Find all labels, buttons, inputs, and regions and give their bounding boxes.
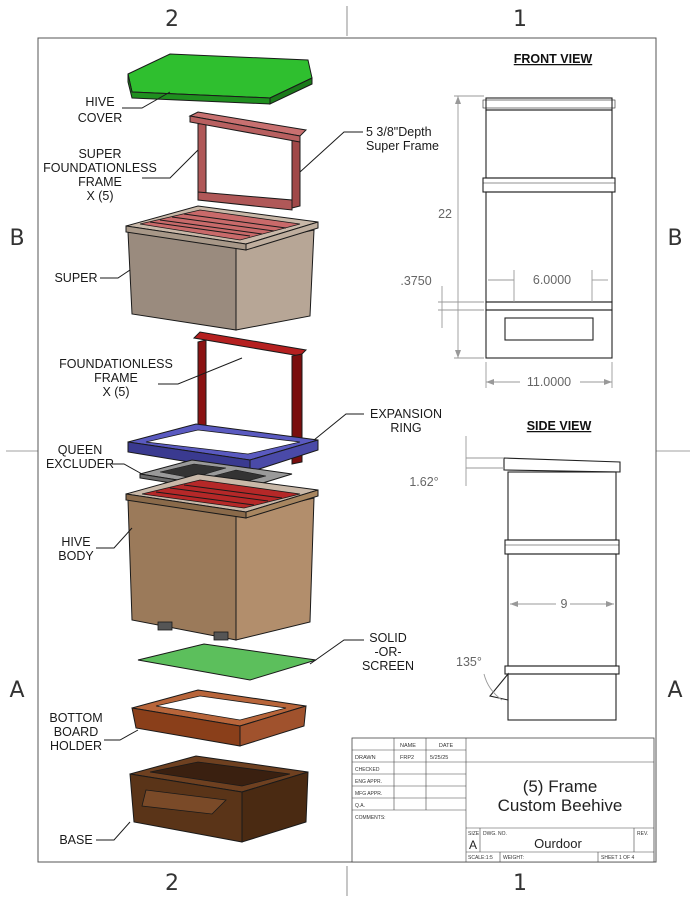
tb-sheet: SHEET 1 OF 4 bbox=[601, 855, 634, 861]
solid-screen-part bbox=[137, 643, 317, 681]
tb-role: Q.A. bbox=[355, 803, 365, 809]
front-view-outline bbox=[482, 97, 616, 359]
leader-bottom-board-holder bbox=[104, 729, 139, 741]
svg-text:SOLID: SOLID bbox=[369, 631, 407, 645]
dim-height: 22 bbox=[438, 207, 452, 221]
tb-weight: WEIGHT: bbox=[503, 855, 524, 861]
zone-label-right-lower: A bbox=[667, 678, 682, 703]
svg-text:FRAME: FRAME bbox=[78, 175, 122, 189]
zone-label-right-upper: B bbox=[667, 226, 682, 251]
dim-opening: 6.0000 bbox=[533, 273, 571, 287]
leader-super bbox=[100, 269, 131, 279]
zone-label-left-lower: A bbox=[9, 678, 24, 703]
tb-title-line1: (5) Frame bbox=[523, 777, 598, 796]
label-bottom-board-holder: BOTTOM BOARD HOLDER bbox=[49, 711, 102, 753]
tb-col-name: NAME bbox=[400, 743, 416, 749]
tb-scale: SCALE:1:5 bbox=[468, 855, 493, 861]
tb-role: DRAWN bbox=[355, 755, 376, 761]
tb-dwg-no-label: DWG. NO. bbox=[483, 831, 507, 837]
svg-text:EXPANSION: EXPANSION bbox=[370, 407, 442, 421]
svg-text:RING: RING bbox=[390, 421, 421, 435]
svg-text:-OR-: -OR- bbox=[374, 645, 401, 659]
leader-super-frame bbox=[142, 149, 199, 179]
label-depth-super-frame: 5 3/8"Depth Super Frame bbox=[366, 125, 439, 153]
svg-text:BOTTOM: BOTTOM bbox=[49, 711, 102, 725]
tb-col-date: DATE bbox=[439, 743, 454, 749]
front-view-title: FRONT VIEW bbox=[514, 52, 593, 66]
tb-size-label: SIZE bbox=[468, 831, 480, 837]
tb-name: FRP2 bbox=[400, 755, 414, 761]
tb-rev-label: REV. bbox=[637, 831, 648, 837]
dim-slot: .3750 bbox=[400, 274, 431, 288]
svg-text:5 3/8"Depth: 5 3/8"Depth bbox=[366, 125, 432, 139]
leader-depth-super-frame bbox=[299, 131, 363, 173]
tb-role: ENG APPR. bbox=[355, 779, 382, 785]
svg-text:HOLDER: HOLDER bbox=[50, 739, 102, 753]
side-view-outline bbox=[489, 457, 621, 721]
svg-text:EXCLUDER: EXCLUDER bbox=[46, 457, 114, 471]
zone-label-bottom-right: 1 bbox=[513, 871, 527, 896]
zone-label-top-right: 1 bbox=[513, 7, 527, 32]
svg-text:COVER: COVER bbox=[78, 111, 122, 125]
zone-label-bottom-left: 2 bbox=[165, 871, 179, 896]
label-super-frame: SUPER FOUNDATIONLESS FRAME X (5) bbox=[43, 147, 157, 203]
leader-foundationless-frame bbox=[158, 357, 243, 385]
svg-text:HIVE: HIVE bbox=[85, 95, 114, 109]
tb-dwg-no: Ourdoor bbox=[534, 836, 582, 851]
svg-text:Super Frame: Super Frame bbox=[366, 139, 439, 153]
leader-expansion-ring bbox=[313, 413, 364, 441]
leader-solid-screen bbox=[309, 639, 364, 665]
svg-text:SUPER: SUPER bbox=[78, 147, 121, 161]
label-expansion-ring: EXPANSION RING bbox=[370, 407, 442, 435]
tb-date: 5/25/25 bbox=[430, 755, 448, 761]
svg-text:SCREEN: SCREEN bbox=[362, 659, 414, 673]
label-queen-excluder: QUEEN EXCLUDER bbox=[46, 443, 114, 471]
tb-title-line2: Custom Beehive bbox=[498, 796, 623, 815]
svg-text:QUEEN: QUEEN bbox=[58, 443, 102, 457]
svg-text:BOARD: BOARD bbox=[54, 725, 98, 739]
dim-slope: 1.62° bbox=[409, 475, 438, 489]
leader-base bbox=[96, 821, 131, 841]
expansion-ring-part bbox=[127, 423, 319, 473]
title-block bbox=[351, 737, 655, 863]
side-view-title: SIDE VIEW bbox=[527, 419, 592, 433]
dim-depth: 9 bbox=[561, 597, 568, 611]
tb-size: A bbox=[469, 838, 477, 852]
zone-label-left-upper: B bbox=[9, 226, 24, 251]
tb-comments: COMMENTS: bbox=[355, 815, 386, 821]
zone-label-top-left: 2 bbox=[165, 7, 179, 32]
label-hive-cover: HIVE COVER bbox=[78, 95, 122, 125]
svg-text:BODY: BODY bbox=[58, 549, 94, 563]
svg-text:FOUNDATIONLESS: FOUNDATIONLESS bbox=[43, 161, 157, 175]
super-frame-part bbox=[188, 111, 308, 211]
label-foundationless-frame: FOUNDATIONLESS FRAME X (5) bbox=[59, 357, 173, 399]
tb-role: MFG APPR. bbox=[355, 791, 382, 797]
super-box-part bbox=[125, 205, 319, 331]
bottom-board-holder-part bbox=[131, 689, 307, 747]
hive-body-part bbox=[125, 473, 319, 641]
front-dimensions: 22 6.0000 .3750 11.0000 bbox=[400, 95, 613, 389]
label-super: SUPER bbox=[54, 271, 97, 285]
leader-queen-excluder bbox=[112, 463, 143, 475]
leader-hive-body bbox=[96, 527, 133, 549]
dim-angle: 135° bbox=[456, 655, 482, 669]
svg-text:X (5): X (5) bbox=[86, 189, 113, 203]
label-solid-screen: SOLID -OR- SCREEN bbox=[362, 631, 414, 673]
label-hive-body: HIVE BODY bbox=[58, 535, 94, 563]
dim-width: 11.0000 bbox=[527, 375, 571, 389]
leader-hive-cover bbox=[122, 91, 171, 109]
svg-text:X (5): X (5) bbox=[102, 385, 129, 399]
base-part bbox=[129, 755, 309, 843]
svg-text:HIVE: HIVE bbox=[61, 535, 90, 549]
side-dimensions: 1.62° 9 135° bbox=[409, 436, 614, 701]
sheet-border bbox=[37, 37, 657, 863]
svg-text:FOUNDATIONLESS: FOUNDATIONLESS bbox=[59, 357, 173, 371]
tb-role: CHECKED bbox=[355, 767, 380, 773]
label-base: BASE bbox=[59, 833, 92, 847]
svg-text:FRAME: FRAME bbox=[94, 371, 138, 385]
hive-cover-part bbox=[127, 53, 313, 105]
